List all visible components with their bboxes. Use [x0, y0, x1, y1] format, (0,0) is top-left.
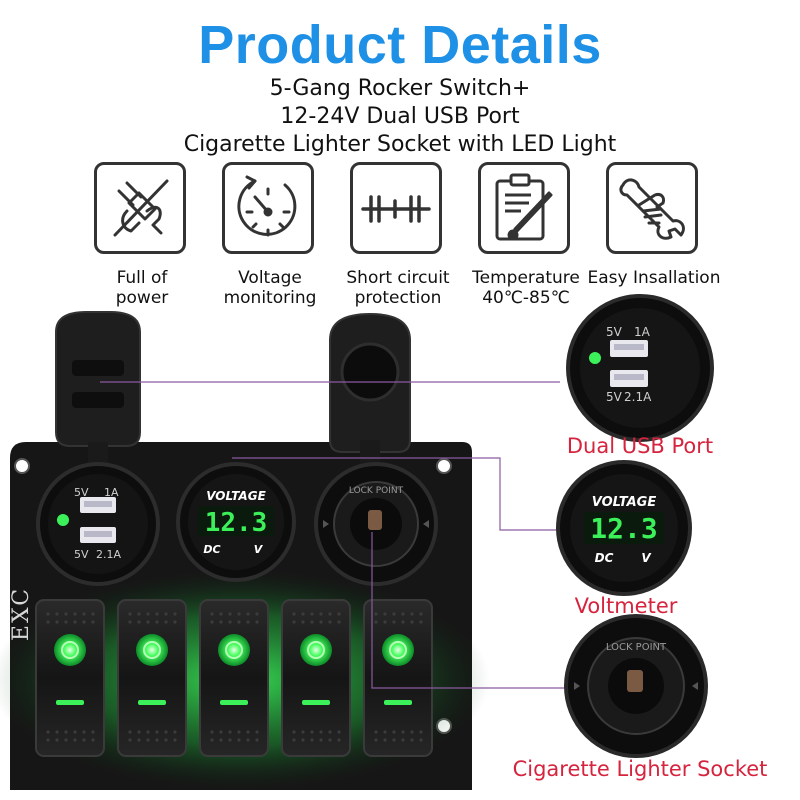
switch-indicator-bar	[138, 700, 166, 705]
switch-led-icon	[218, 634, 250, 666]
switch-led-icon	[382, 634, 414, 666]
subtitle-line-1: 5-Gang Rocker Switch+	[269, 76, 531, 101]
usb-dust-cap	[55, 311, 141, 447]
voltmeter-reading: 12.3	[205, 508, 268, 538]
rocker-switch[interactable]	[281, 599, 351, 757]
usb-callout-1a: 1A	[634, 325, 651, 339]
socket-ring-text: LOCK POINT	[349, 486, 404, 496]
voltmeter-callout-title: VOLTAGE	[592, 495, 657, 510]
usb-label-5v-bottom: 5V	[74, 548, 89, 561]
rocker-switch[interactable]	[199, 599, 269, 757]
thermometer-clipboard-icon	[478, 162, 570, 254]
feature-label-installation: Easy Insallation	[587, 268, 721, 288]
usb-label-5v-top: 5V	[74, 486, 89, 499]
voltmeter-unit-dc: DC	[203, 543, 220, 556]
voltmeter-callout-label: Voltmeter	[574, 594, 678, 618]
usb-callout-label: Dual USB Port	[566, 434, 714, 458]
usb-label-21a: 2.1A	[96, 548, 121, 561]
mount-hole-top-right	[436, 458, 452, 474]
voltmeter-callout-v: V	[641, 551, 652, 565]
switch-led-icon	[300, 634, 332, 666]
voltmeter-display	[198, 506, 274, 536]
usb-callout-21a: 2.1A	[624, 390, 652, 404]
voltmeter-unit-v: V	[254, 543, 264, 556]
switch-indicator-bar	[302, 700, 330, 705]
circuit-icon	[350, 162, 442, 254]
rocker-switch-group	[35, 599, 433, 757]
usb-callout-5v-bottom: 5V	[606, 390, 623, 404]
brand-mark: EXC	[9, 587, 34, 641]
switch-indicator-bar	[56, 700, 84, 705]
wrench-hand-icon	[606, 162, 698, 254]
socket-callout-ring-text: LOCK POINT	[606, 642, 667, 653]
subtitle-line-3: Cigarette Lighter Socket with LED Light	[183, 132, 617, 157]
leader-lines	[100, 381, 570, 689]
voltmeter-callout-dc: DC	[595, 551, 614, 565]
voltmeter-callout-reading: 12.3	[590, 512, 657, 545]
switch-led-icon	[54, 634, 86, 666]
rocker-switch[interactable]	[363, 599, 433, 757]
rocker-switch[interactable]	[117, 599, 187, 757]
usb-label-1a: 1A	[104, 486, 119, 499]
switch-led-icon	[136, 634, 168, 666]
page-title: Product Details	[198, 15, 602, 75]
power-plug-icon	[94, 162, 186, 254]
voltmeter-title: VOLTAGE	[206, 489, 266, 503]
gauge-icon	[222, 162, 314, 254]
usb-led-indicator	[57, 514, 69, 526]
socket-callout-label: Cigarette Lighter Socket	[512, 757, 768, 781]
switch-indicator-bar	[384, 700, 412, 705]
usb-callout-5v-top: 5V	[606, 325, 623, 339]
rocker-switch[interactable]	[35, 599, 105, 757]
mount-hole-top-left	[14, 458, 30, 474]
switch-indicator-bar	[220, 700, 248, 705]
subtitle-line-2: 12-24V Dual USB Port	[280, 104, 520, 129]
